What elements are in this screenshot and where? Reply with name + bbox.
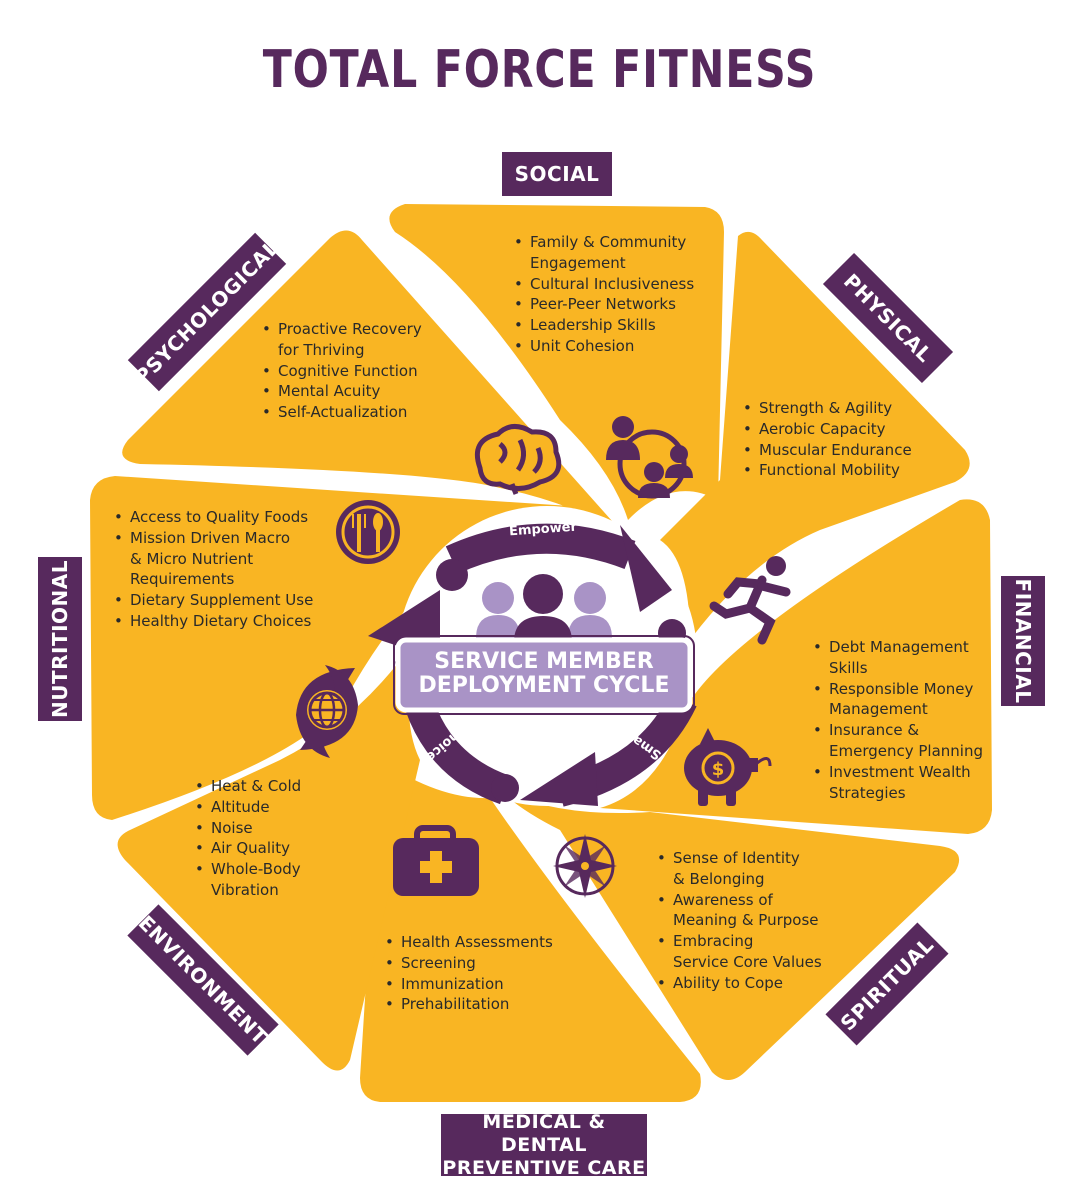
list-item: Embracing [657, 931, 822, 952]
list-item: Investment Wealth [813, 762, 983, 783]
social-list: Family & Community Engagement Cultural I… [512, 232, 694, 357]
list-item: Noise [195, 818, 301, 839]
list-item: Whole-Body [195, 859, 301, 880]
list-item: Aerobic Capacity [743, 419, 912, 440]
list-item-continued: Emergency Planning [829, 741, 983, 760]
list-item: Cultural Inclusiveness [514, 274, 694, 295]
list-item: Screening [385, 953, 553, 974]
list-item-continued: Vibration [211, 880, 279, 899]
environment-list: Heat & Cold Altitude Noise Air Quality W… [193, 776, 301, 901]
people-network-icon [606, 416, 693, 499]
brain-icon [474, 424, 562, 495]
medical-kit-icon [393, 825, 479, 896]
list-item-continued: Engagement [530, 253, 626, 272]
list-item: Prehabilitation [385, 994, 553, 1015]
list-item: Strength & Agility [743, 398, 912, 419]
physical-list: Strength & Agility Aerobic Capacity Musc… [741, 398, 912, 481]
list-item: Immunization [385, 974, 553, 995]
list-item: Air Quality [195, 838, 301, 859]
financial-list: Debt Management Skills Responsible Money… [811, 637, 983, 803]
list-item: Unit Cohesion [514, 336, 694, 357]
nutritional-blade [90, 476, 600, 820]
list-item-continued: Service Core Values [673, 952, 822, 971]
list-item: Cognitive Function [262, 361, 422, 382]
piggy-bank-icon: $ [684, 728, 772, 806]
plate-fork-spoon-icon [336, 500, 400, 564]
list-item: Sense of Identity [657, 848, 822, 869]
medical-list: Health Assessments Screening Immunizatio… [383, 932, 553, 1015]
globe-storm-icon [296, 665, 358, 758]
list-item: Debt Management [813, 637, 983, 658]
psychological-list: Proactive Recovery for Thriving Cognitiv… [260, 319, 422, 423]
list-item-continued: Skills [829, 658, 868, 677]
center-label-line2: DEPLOYMENT CYCLE [418, 673, 670, 698]
list-item: Heat & Cold [195, 776, 301, 797]
label-social: SOCIAL [502, 152, 612, 196]
list-item: Healthy Dietary Choices [114, 611, 313, 632]
list-item: Health Assessments [385, 932, 553, 953]
list-item-continued: Management [829, 700, 928, 719]
list-item: Altitude [195, 797, 301, 818]
list-item-continued: & Micro Nutrient [130, 549, 254, 568]
list-item: Peer-Peer Networks [514, 294, 694, 315]
list-item: Family & Community [514, 232, 694, 253]
center-label-box [395, 637, 693, 713]
compass-rose-icon [553, 834, 617, 898]
people-group-icon [476, 574, 612, 642]
list-item: Mental Acuity [262, 381, 422, 402]
list-item: Self-Actualization [262, 402, 422, 423]
list-item: Insurance & [813, 720, 983, 741]
nutritional-list: Access to Quality Foods Mission Driven M… [112, 507, 313, 632]
list-item: Access to Quality Foods [114, 507, 313, 528]
list-item-continued: Requirements [130, 570, 235, 589]
center-label-line1: SERVICE MEMBER [434, 649, 654, 674]
list-item: Dietary Supplement Use [114, 590, 313, 611]
running-person-icon [709, 556, 791, 645]
list-item: Functional Mobility [743, 460, 912, 481]
list-item-continued: Strategies [829, 783, 906, 802]
list-item: Leadership Skills [514, 315, 694, 336]
label-financial: FINANCIAL [1001, 576, 1045, 706]
list-item: Ability to Cope [657, 973, 822, 994]
list-item: Awareness of [657, 890, 822, 911]
list-item: Responsible Money [813, 679, 983, 700]
list-item-continued: for Thriving [278, 340, 365, 359]
label-nutritional: NUTRITIONAL [38, 557, 82, 721]
page-title: TOTAL FORCE FITNESS [262, 40, 817, 100]
center-label-text: SERVICE MEMBER DEPLOYMENT CYCLE [400, 650, 688, 698]
label-medical-dental: MEDICAL & DENTAL PREVENTIVE CARE [441, 1110, 647, 1179]
list-item: Muscular Endurance [743, 440, 912, 461]
svg-text:$: $ [712, 759, 725, 780]
list-item: Proactive Recovery [262, 319, 422, 340]
spiritual-list: Sense of Identity & Belonging Awareness … [655, 848, 822, 994]
list-item-continued: Meaning & Purpose [673, 911, 819, 930]
list-item-continued: & Belonging [673, 869, 765, 888]
list-item: Mission Driven Macro [114, 528, 313, 549]
